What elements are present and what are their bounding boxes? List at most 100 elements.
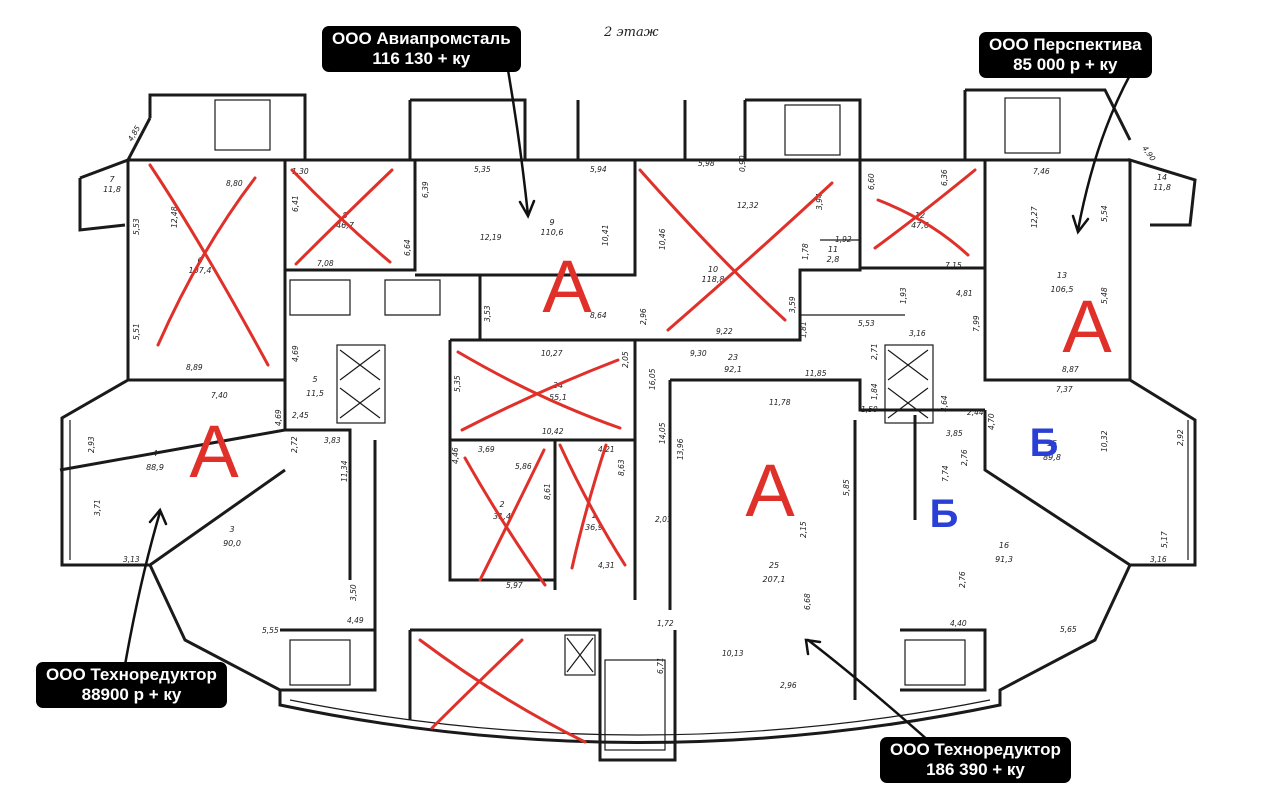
tenant-price: 88900 р + ку bbox=[81, 685, 182, 704]
dimension-label: 2,76 bbox=[960, 449, 969, 466]
dimension-label: 2,44 bbox=[967, 408, 984, 417]
dimension-label: 2,96 bbox=[780, 681, 797, 690]
dimension-label: 4,40 bbox=[950, 619, 967, 628]
dimension-label: 5,35 bbox=[474, 165, 491, 174]
room-label: 23 bbox=[728, 353, 738, 362]
dimension-label: 5,94 bbox=[590, 165, 607, 174]
dimension-label: 10,41 bbox=[601, 225, 610, 246]
dimension-label: 2,76 bbox=[958, 571, 967, 588]
dimension-label: 12,48 bbox=[170, 206, 179, 228]
room-area: 2,8 bbox=[827, 255, 840, 264]
dimension-label: 2,92 bbox=[1176, 429, 1185, 446]
dimension-label: 9,22 bbox=[716, 327, 733, 336]
room-label: 13 bbox=[1057, 271, 1067, 280]
room-area: 11,8 bbox=[103, 185, 121, 194]
dimension-label: 10,32 bbox=[1100, 430, 1109, 452]
dimension-label: 4,64 bbox=[940, 395, 949, 412]
dimension-label: 7,08 bbox=[317, 259, 334, 268]
dimension-label: 5,65 bbox=[1060, 625, 1077, 634]
room-area: 11,8 bbox=[1153, 183, 1171, 192]
dimension-label: 4,21 bbox=[598, 445, 615, 454]
dimension-label: 5,55 bbox=[262, 626, 279, 635]
room-label: 10 bbox=[708, 265, 718, 274]
room-label: 2 bbox=[499, 500, 504, 509]
dimension-label: 2,15 bbox=[799, 521, 808, 538]
room-area: 88,9 bbox=[146, 463, 164, 472]
dimension-label: 1,93 bbox=[899, 287, 908, 304]
dimension-label: 4,69 bbox=[274, 409, 283, 426]
dimension-label: 4,69 bbox=[291, 345, 300, 362]
dimension-label: 3,94 bbox=[815, 193, 824, 210]
dimension-label: 16,05 bbox=[648, 368, 657, 390]
dimension-label: 11,85 bbox=[805, 369, 827, 378]
tenant-price: 116 130 + ку bbox=[372, 49, 471, 68]
dimension-label: 2,45 bbox=[292, 411, 309, 420]
dimension-label: 5,54 bbox=[1100, 205, 1109, 222]
dimension-label: 6,39 bbox=[421, 181, 430, 198]
tenant-name: ООО Перспектива bbox=[989, 35, 1142, 54]
dimension-label: 1,72 bbox=[657, 619, 674, 628]
zone-mark-a: А bbox=[542, 245, 592, 328]
dimension-label: 4,49 bbox=[347, 616, 364, 625]
dimension-label: 6,36 bbox=[940, 169, 949, 186]
dimension-label: 3,13 bbox=[123, 555, 140, 564]
dimension-labels: 8,8012,485,538,895,511,306,417,086,646,3… bbox=[87, 124, 1185, 690]
room-label: 4 bbox=[152, 449, 157, 458]
room-area: 55,1 bbox=[549, 393, 567, 402]
room-label: 15 bbox=[1047, 439, 1057, 448]
room-label: 3 bbox=[229, 525, 234, 534]
tenant-name: ООО Техноредуктор bbox=[890, 740, 1061, 759]
dimension-label: 4,46 bbox=[451, 447, 460, 464]
dimension-label: 12,19 bbox=[480, 233, 502, 242]
dimension-label: 3,85 bbox=[946, 429, 963, 438]
dimension-label: 7,15 bbox=[945, 261, 962, 270]
dimension-label: 1,50 bbox=[861, 405, 878, 414]
dimension-label: 4,90 bbox=[1140, 144, 1157, 163]
dimension-label: 7,74 bbox=[941, 465, 950, 482]
dimension-label: 2,71 bbox=[870, 343, 879, 360]
room-label: 14 bbox=[1157, 173, 1167, 182]
room-area: 107,4 bbox=[189, 266, 212, 275]
dimension-label: 2,93 bbox=[87, 436, 96, 453]
dimension-label: 5,17 bbox=[1160, 531, 1169, 548]
dimension-label: 5,51 bbox=[132, 323, 141, 340]
room-labels: 6 107,4 7 11,8 8 46,7 9 110,6 10 118,8 1… bbox=[103, 173, 1171, 584]
tenant-price: 85 000 р + ку bbox=[1013, 55, 1118, 74]
dimension-label: 3,53 bbox=[483, 305, 492, 322]
red-cross-marks bbox=[148, 163, 977, 744]
dimension-label: 1,30 bbox=[292, 167, 309, 176]
outer-walls bbox=[60, 88, 1197, 744]
room-area: 106,5 bbox=[1051, 285, 1074, 294]
dimension-label: 3,16 bbox=[1150, 555, 1167, 564]
dimension-label: 14,05 bbox=[658, 422, 667, 444]
room-label: 25 bbox=[769, 561, 779, 570]
dimension-label: 5,85 bbox=[842, 479, 851, 496]
dimension-label: 7,37 bbox=[1056, 385, 1073, 394]
room-area: 90,0 bbox=[223, 539, 241, 548]
dimension-label: 3,50 bbox=[349, 584, 358, 601]
dimension-label: 4,31 bbox=[598, 561, 615, 570]
dimension-label: 8,80 bbox=[226, 179, 243, 188]
room-area: 110,6 bbox=[541, 228, 564, 237]
room-label: 5 bbox=[312, 375, 317, 384]
tenant-tag-aviapromstal: ООО Авиапромсталь 116 130 + ку bbox=[322, 26, 521, 72]
room-label: 16 bbox=[999, 541, 1009, 550]
dimension-label: 8,64 bbox=[590, 311, 607, 320]
dimension-label: 6,60 bbox=[867, 173, 876, 190]
dimension-label: 2,72 bbox=[290, 436, 299, 453]
dimension-label: 5,97 bbox=[506, 581, 523, 590]
dimension-label: 2,96 bbox=[639, 308, 648, 325]
elevator-shafts bbox=[214, 97, 1061, 751]
zone-mark-a: А bbox=[1062, 285, 1112, 368]
dimension-label: 3,69 bbox=[478, 445, 495, 454]
dimension-label: 7,99 bbox=[972, 315, 981, 332]
zone-mark-a: А bbox=[189, 410, 239, 493]
tenant-price: 186 390 + ку bbox=[926, 760, 1025, 779]
dimension-label: 8,89 bbox=[186, 363, 203, 372]
room-label: 7 bbox=[109, 175, 115, 184]
dimension-label: 3,16 bbox=[909, 329, 926, 338]
dimension-label: 5,48 bbox=[1100, 287, 1109, 304]
dimension-label: 2,01 bbox=[655, 515, 672, 524]
room-label: 11 bbox=[828, 245, 838, 254]
dimension-label: 10,46 bbox=[658, 228, 667, 250]
